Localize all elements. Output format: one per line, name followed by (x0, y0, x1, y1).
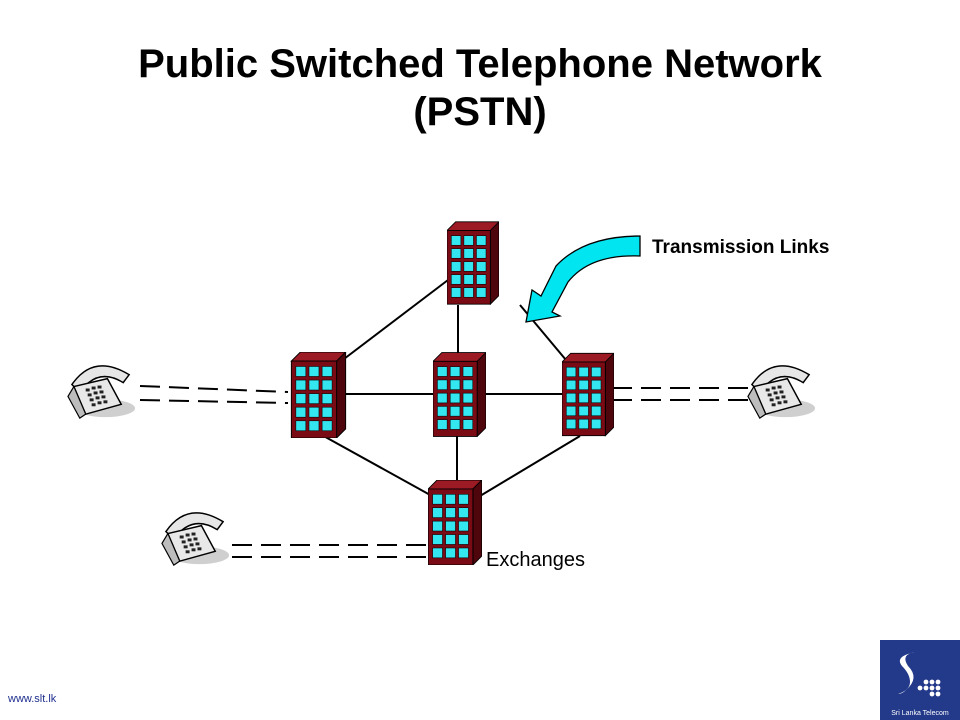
exchange-building-icon (290, 352, 347, 438)
exchange-building-icon (428, 480, 482, 565)
telephone-icon (161, 512, 230, 566)
subscriber-line-left-a (139, 385, 289, 393)
link-left-bottom (319, 433, 433, 497)
telephone-icon (67, 365, 136, 419)
exchanges-label: Exchanges (486, 549, 585, 571)
transmission-links-label: Transmission Links (652, 237, 830, 258)
telephone-icon (747, 365, 816, 419)
transmission-links (319, 279, 581, 497)
link-right-bottom (479, 435, 581, 497)
sri-lanka-telecom-logo: Sri Lanka Telecom (880, 640, 960, 720)
exchange-building-icon (433, 352, 486, 437)
website-url: www.slt.lk (8, 693, 57, 705)
slide-title: Public Switched Telephone Network (PSTN) (0, 40, 960, 136)
subscriber-lines (139, 385, 748, 558)
link-top-left (339, 279, 449, 363)
title-line-1: Public Switched Telephone Network (138, 42, 822, 86)
subscriber-line-left-b (139, 399, 289, 404)
logo-mark-icon (898, 652, 941, 697)
title-line-2: (PSTN) (413, 90, 547, 134)
exchange-building-icon (447, 221, 499, 305)
arrow-icon (525, 235, 641, 323)
logo-text: Sri Lanka Telecom (891, 710, 949, 717)
exchange-building-icon (562, 352, 614, 437)
